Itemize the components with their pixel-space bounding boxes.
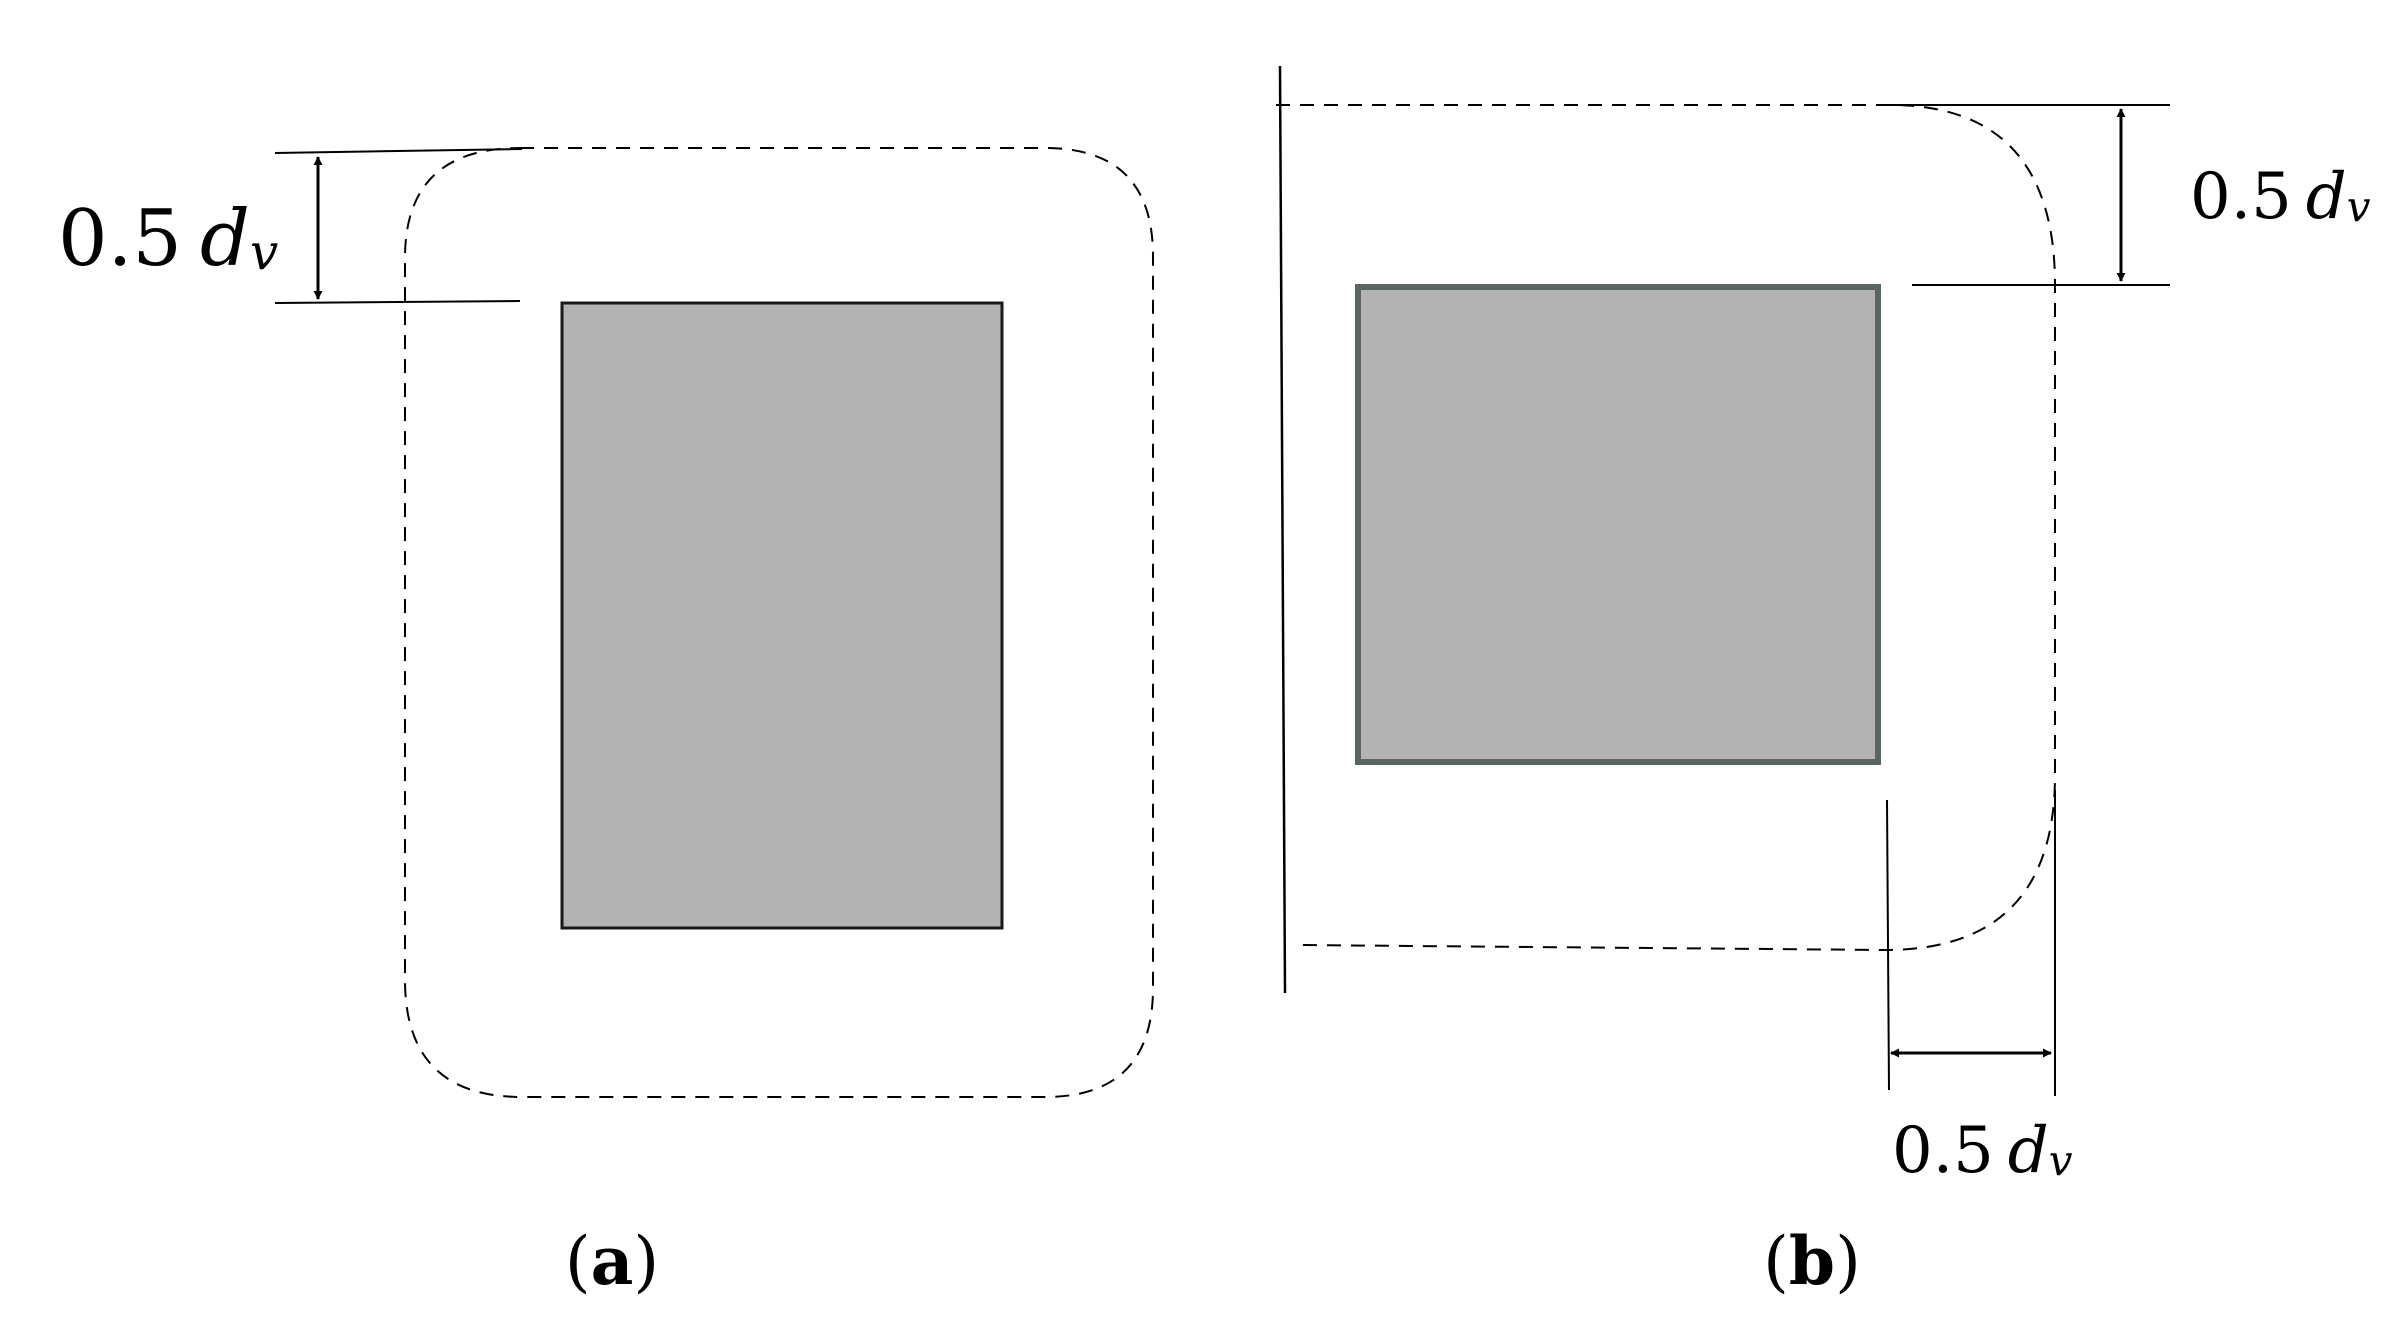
extension-line-bottom-a [274, 300, 521, 304]
caption-a: (a) [565, 1222, 659, 1300]
control-perimeter-a [404, 147, 1154, 1098]
column-b [1355, 284, 1881, 765]
slab-edge-line [1278, 65, 1287, 994]
column-a [560, 301, 1004, 930]
control-perimeter-b [1276, 104, 2056, 952]
extension-line-top-a [274, 148, 523, 154]
caption-b: (b) [1763, 1222, 1861, 1300]
extension-line-left-b [1886, 799, 1890, 1091]
